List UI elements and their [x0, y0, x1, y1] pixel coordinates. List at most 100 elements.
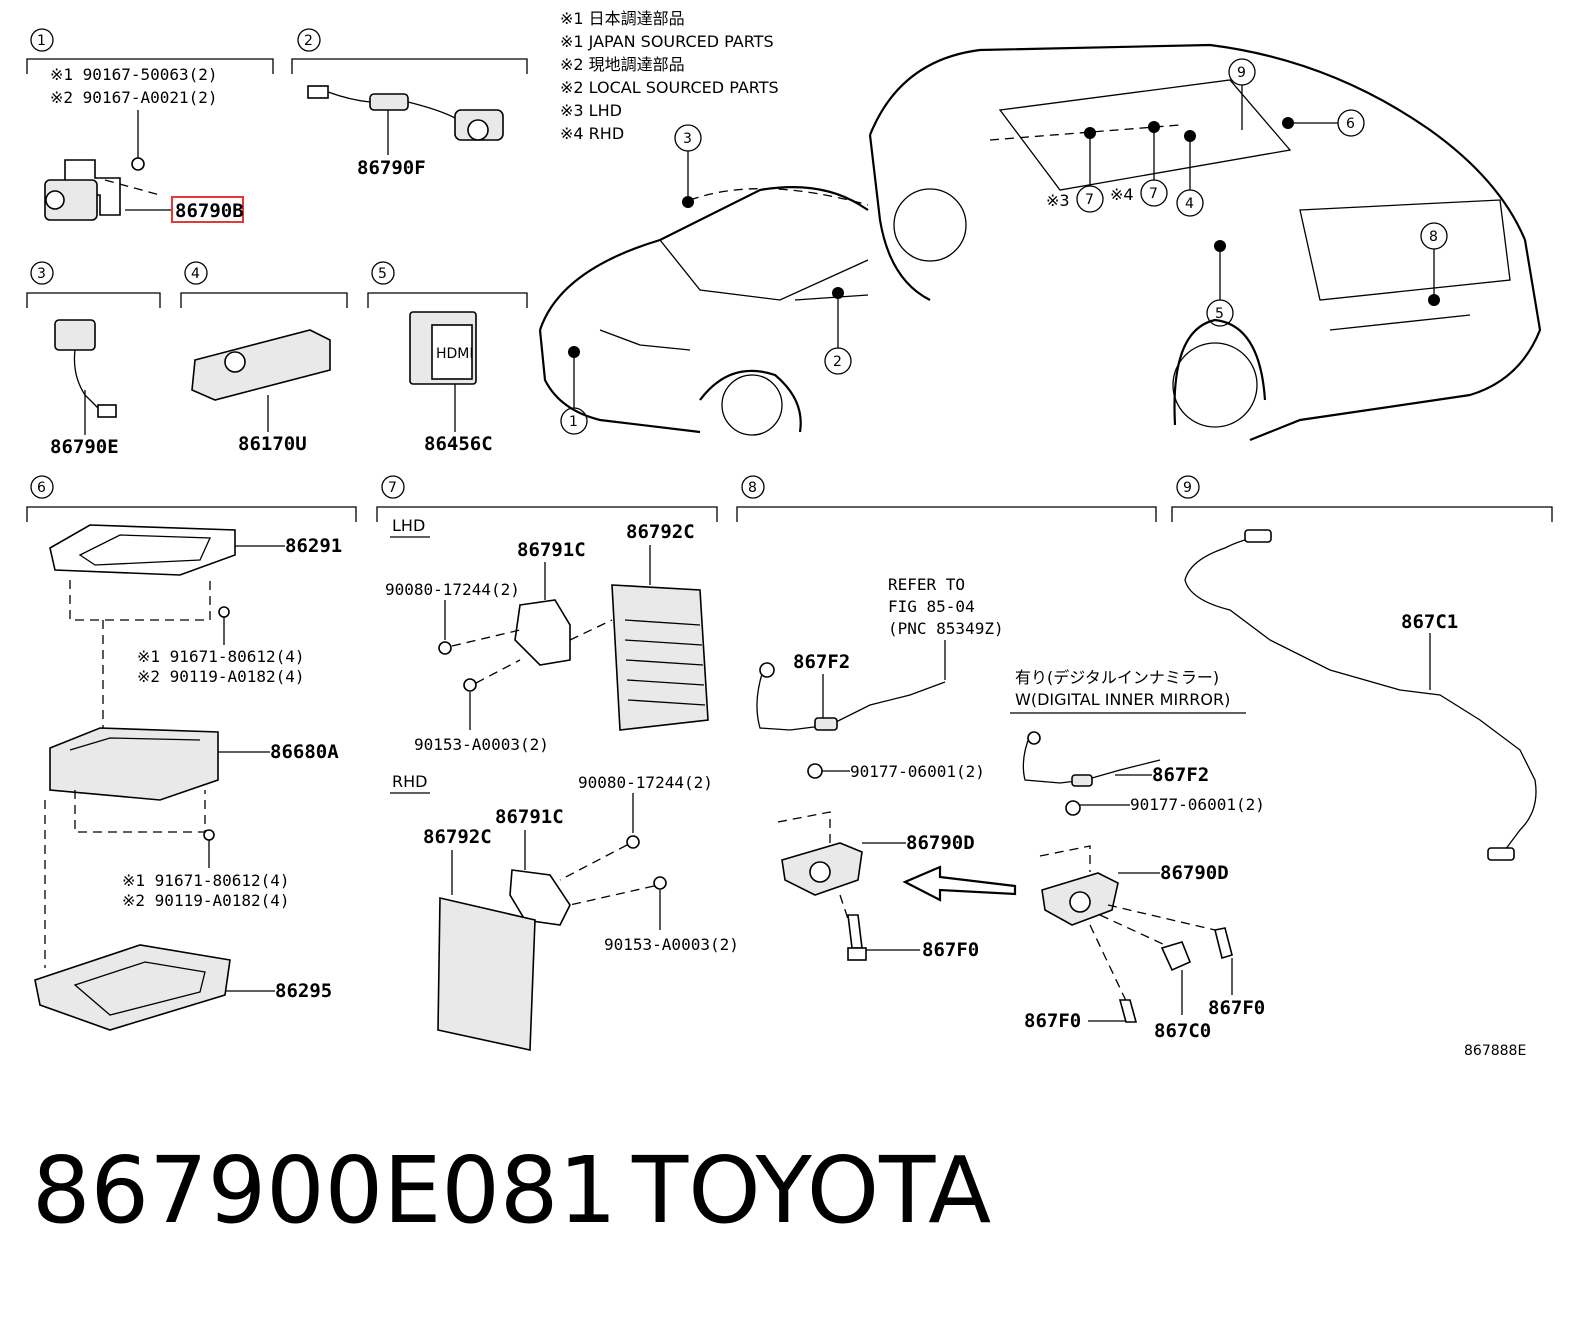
p4-main-label[interactable]: 86170U [238, 433, 307, 455]
front-car-window-dash [689, 188, 869, 206]
p8-dash-4 [1099, 914, 1166, 946]
p7-label-b[interactable]: 86792C [626, 521, 695, 543]
hdmi-panel-part [431, 324, 473, 380]
p8-label-a[interactable]: 867F2 [793, 651, 850, 673]
harness-clip-mirror [1071, 774, 1093, 787]
callout-6-badge [1337, 109, 1365, 137]
p8-refer-2: FIG 85-04 [888, 597, 975, 616]
section-9-number: 9 [1183, 480, 1192, 496]
p8-label-e[interactable]: 867F2 [1152, 764, 1209, 786]
p2-main-label[interactable]: 86790F [357, 157, 426, 179]
p7-dash-2 [569, 619, 613, 641]
cable-part-867C1 [1184, 534, 1537, 851]
callout-7b-number: 7 [1149, 186, 1158, 202]
sleeve-part [369, 93, 409, 111]
p7-label-f[interactable]: 86791C [495, 806, 564, 828]
section-8-bracket [736, 506, 1157, 522]
p5-main-label[interactable]: 86456C [424, 433, 493, 455]
display-unit-top-line [69, 737, 201, 751]
camera-lens-part-2 [467, 119, 489, 141]
callout-6-point [1282, 117, 1294, 129]
callout-7a-badge [1076, 185, 1104, 213]
screw-part-867F0-c [1118, 999, 1138, 1023]
wire-part [327, 91, 371, 103]
section-8-badge [741, 475, 765, 499]
callout-1-number: 1 [569, 414, 578, 430]
remote-dial-part [224, 351, 246, 373]
legend-line-3: ※2 現地調達部品 [560, 55, 685, 74]
callout-4-badge [1176, 189, 1204, 217]
p6-note-2: ※2 90119-A0182(4) [137, 667, 305, 686]
section-4-badge [184, 261, 208, 285]
wire-part-2 [407, 101, 456, 119]
p8-label-g[interactable]: 86790D [1160, 862, 1229, 884]
p6-label-c[interactable]: 86295 [275, 980, 332, 1002]
p7-dash-4 [559, 844, 628, 881]
p8-dash-6 [1089, 924, 1129, 1006]
p7-lhd-label: LHD [392, 516, 425, 535]
section-1-number: 1 [37, 33, 46, 49]
p6-note-1: ※1 91671-80612(4) [137, 647, 305, 666]
p1-main-label[interactable]: 86790B [175, 200, 244, 222]
section-2-badge [297, 28, 321, 52]
front-car-wheel [721, 374, 783, 436]
front-car-bumper-outline [538, 329, 701, 434]
p7-label-e: 90080-17244(2) [578, 773, 713, 792]
p8-refer-3: (PNC 85349Z) [888, 619, 1004, 638]
p7-dash-1 [451, 629, 521, 647]
section-4-bracket [180, 292, 348, 308]
cable-part-3 [73, 349, 101, 411]
p8-label-c[interactable]: 86790D [906, 832, 975, 854]
rear-car-roof-outline [868, 43, 1527, 241]
car-note-rhd: ※4 [1110, 185, 1134, 204]
section-5-number: 5 [378, 266, 387, 282]
section-7-number: 7 [388, 480, 397, 496]
section-5: 5 HDMI 86456C [367, 261, 528, 455]
callout-7a-point [1084, 127, 1096, 139]
rear-car-view: 9 6 7 7 4 ※3 ※4 8 5 [868, 43, 1542, 442]
section-5-badge [371, 261, 395, 285]
section-3: 3 86790E [26, 261, 161, 458]
p8-dash-1 [777, 811, 831, 858]
p7-label-g[interactable]: 86792C [423, 826, 492, 848]
p8-label-i[interactable]: 867F0 [1024, 1010, 1081, 1032]
section-2: 2 86790F [291, 28, 528, 179]
section-5-bracket [367, 292, 528, 308]
ecu-fins-lhd [624, 619, 706, 706]
p8-label-j[interactable]: 867C0 [1154, 1020, 1211, 1042]
p8-mirror-jp: 有り(デジタルインナミラー) [1015, 668, 1219, 687]
section-3-number: 3 [37, 266, 46, 282]
section-7-bracket [376, 506, 718, 522]
section-9-bracket [1171, 506, 1553, 522]
screw-part [131, 157, 145, 171]
selected-part-highlight[interactable] [171, 196, 244, 223]
screw-part-6b [203, 829, 215, 841]
p3-main-label[interactable]: 86790E [50, 436, 119, 458]
p8-label-b: 90177-06001(2) [850, 762, 985, 781]
callout-4-number: 4 [1185, 196, 1194, 212]
section-6-bracket [26, 506, 357, 522]
callout-3-point [682, 196, 694, 208]
callout-5-number: 5 [1215, 306, 1224, 322]
p8-label-d[interactable]: 867F0 [922, 939, 979, 961]
callout-5-point [1214, 240, 1226, 252]
frame-part-86291 [49, 524, 236, 576]
p6-label-b[interactable]: 86680A [270, 741, 339, 763]
harness-clip-part [814, 717, 838, 731]
callout-6-number: 6 [1346, 116, 1355, 132]
p6-label-a[interactable]: 86291 [285, 535, 342, 557]
front-car-door-line [794, 294, 869, 301]
ecu-part-86792C-rhd [437, 896, 536, 1051]
p7-label-a[interactable]: 86791C [517, 539, 586, 561]
p8-dash-3 [1039, 845, 1091, 872]
callout-2-number: 2 [833, 354, 842, 370]
rear-car-window [998, 79, 1292, 191]
front-car-view: 3 2 1 [538, 124, 869, 436]
legend-line-2: ※1 JAPAN SOURCED PARTS [560, 32, 774, 51]
nut-part-7a [438, 641, 452, 655]
p8-label-h[interactable]: 867F0 [1208, 997, 1265, 1019]
callout-8-point [1428, 294, 1440, 306]
p1-dash [104, 179, 161, 196]
p9-label-a[interactable]: 867C1 [1401, 611, 1458, 633]
front-car-grille-line [599, 329, 691, 351]
